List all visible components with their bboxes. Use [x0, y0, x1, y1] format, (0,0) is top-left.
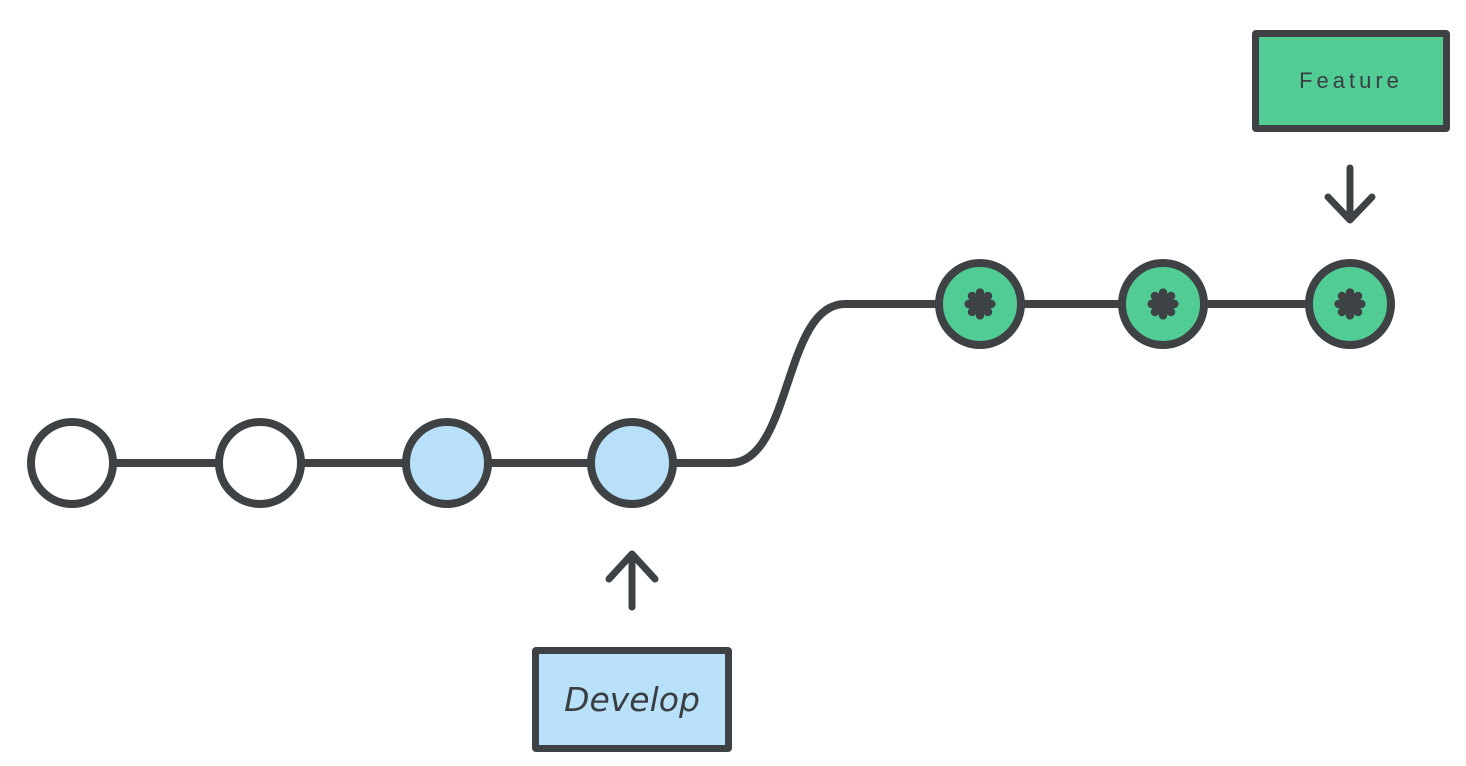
feature-label-text: Feature [1299, 68, 1403, 93]
develop-commit-node [215, 418, 305, 508]
asterisk-icon [964, 288, 996, 320]
develop-branch-label: Develop [532, 647, 732, 752]
asterisk-icon [1147, 288, 1179, 320]
develop-commit-node [402, 418, 492, 508]
feature-commit-node [935, 259, 1025, 349]
feature-commit-node [1118, 259, 1208, 349]
feature-commit-node [1305, 259, 1395, 349]
develop-label-text: Develop [564, 680, 700, 719]
develop-commit-node [587, 418, 677, 508]
develop-commit-node [27, 418, 117, 508]
asterisk-icon [1334, 288, 1366, 320]
feature-branch-label: Feature [1252, 30, 1450, 132]
